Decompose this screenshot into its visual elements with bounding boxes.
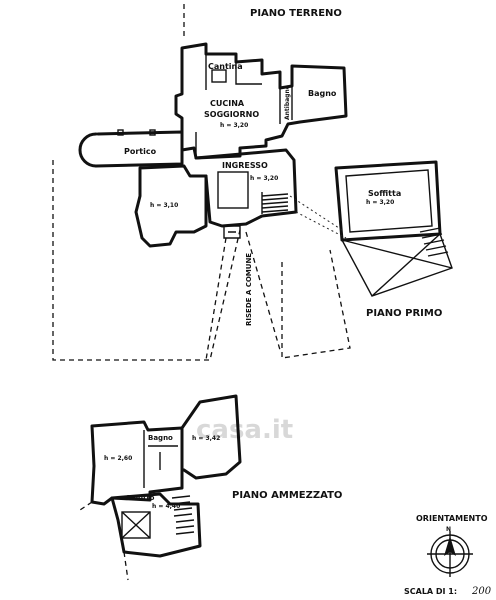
ground-floor-title: PIANO TERRENO bbox=[250, 8, 342, 19]
mezzanine-bathroom-label: Bagno bbox=[148, 434, 173, 442]
compass-north-label: N bbox=[446, 526, 451, 533]
floor-alignment-lines bbox=[289, 195, 347, 239]
portico-label: Portico bbox=[124, 147, 157, 156]
portico-column-2 bbox=[149, 129, 156, 136]
mezzanine-right-room bbox=[180, 394, 242, 480]
entrance-stairs bbox=[261, 192, 289, 214]
entrance-walls bbox=[194, 148, 298, 228]
salotto-label: Salotto bbox=[126, 494, 155, 502]
mezzanine-inner-walls bbox=[143, 430, 178, 488]
attic-stairs bbox=[419, 227, 449, 257]
mezzanine-left-height-label: h = 2,60 bbox=[104, 455, 132, 462]
scale-label: SCALA DI 1: bbox=[404, 587, 457, 596]
bathroom-label: Bagno bbox=[308, 89, 337, 98]
first-floor-title: PIANO PRIMO bbox=[366, 308, 442, 319]
kitchen-height-label: h = 3,20 bbox=[220, 122, 248, 129]
living-room-inner-square bbox=[121, 511, 151, 539]
compass-rose-icon bbox=[427, 531, 473, 577]
portico-column-1 bbox=[117, 129, 124, 136]
orientation-title: ORIENTAMENTO bbox=[416, 514, 488, 523]
shared-courtyard-lane bbox=[205, 231, 281, 361]
entrance-label: INGRESSO bbox=[222, 161, 268, 170]
mezzanine-stairs bbox=[171, 495, 195, 535]
salotto-height-label: h = 4,40 bbox=[152, 503, 180, 510]
entrance-inner-room bbox=[217, 171, 249, 209]
courtyard-boundary bbox=[52, 4, 351, 361]
living-room-label: SOGGIORNO bbox=[204, 110, 259, 119]
antibathroom-label: Antibagno bbox=[284, 85, 291, 120]
mezzanine-floor-title: PIANO AMMEZZATO bbox=[232, 490, 342, 501]
west-room-height-label: h = 3,10 bbox=[150, 202, 178, 209]
kitchen-inner-walls bbox=[195, 54, 293, 158]
kitchen-label: CUCINA bbox=[210, 99, 245, 108]
kitchen-counter bbox=[211, 69, 227, 83]
living-room-cross bbox=[121, 511, 151, 539]
watermark-text: casa.it bbox=[196, 415, 293, 445]
portico-rounded-end bbox=[78, 132, 98, 168]
entrance-height-label: h = 3,20 bbox=[250, 175, 278, 182]
west-room-walls bbox=[134, 164, 208, 248]
mezzanine-right-height-label: h = 3,42 bbox=[192, 435, 220, 442]
mezzanine-lower-room bbox=[110, 492, 202, 558]
attic-label: Soffitta bbox=[368, 189, 401, 198]
scale-value: 200 bbox=[471, 586, 492, 597]
mezzanine-boundary bbox=[79, 501, 129, 581]
entrance-door-steps bbox=[223, 225, 241, 239]
cellar-label: Cantina bbox=[208, 62, 243, 71]
portico-walls bbox=[94, 130, 184, 168]
shared-courtyard-label: RISEDE A COMUNE bbox=[245, 253, 253, 326]
attic-terrace bbox=[341, 233, 453, 297]
attic-height-label: h = 3,20 bbox=[366, 199, 394, 206]
attic-inner-walls bbox=[345, 169, 433, 233]
kitchen-block-walls bbox=[174, 42, 348, 160]
